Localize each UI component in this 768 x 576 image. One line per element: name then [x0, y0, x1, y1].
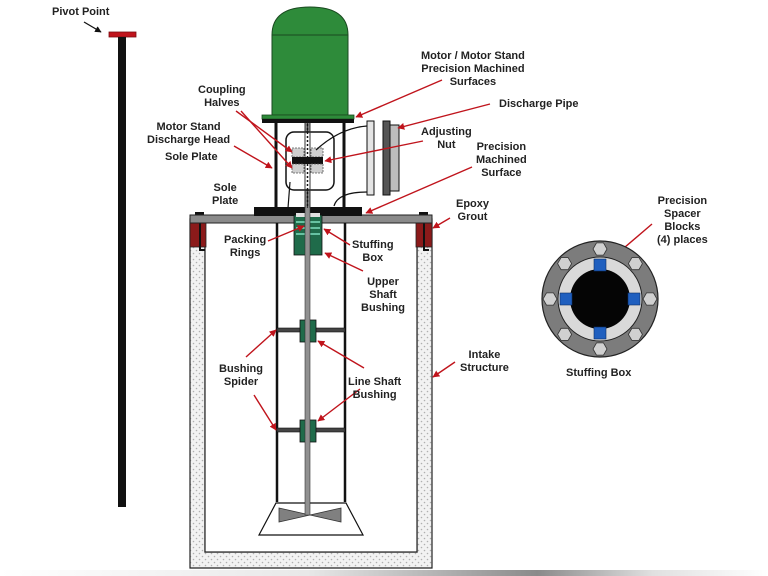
stuffing-box-end-view [541, 240, 659, 358]
label-stuffing-box-view: Stuffing Box [566, 367, 632, 379]
pivot-rod [83, 21, 137, 507]
adjusting-nut [292, 157, 323, 164]
hex-bolt [627, 257, 643, 271]
precision-spacer-block [593, 326, 607, 340]
precision-spacer-block [627, 292, 641, 306]
coupling-halves [291, 147, 324, 174]
pivot-arrow [83, 21, 102, 33]
discharge-pipe [389, 124, 400, 192]
discharge-flange-pump [366, 120, 375, 196]
discharge-flange-pipe [382, 120, 391, 196]
hex-bolt [642, 292, 658, 306]
spacer-blocks [559, 258, 641, 340]
label-pivot-point: Pivot Point [52, 6, 110, 18]
hex-bolt [592, 342, 608, 356]
hex-bolt [557, 327, 573, 341]
column-pipe [275, 223, 347, 502]
callout-arrows [233, 79, 653, 431]
hex-bolt [627, 327, 643, 341]
suction-bell [258, 502, 364, 536]
motor [261, 6, 355, 123]
epoxy-grout-left [189, 222, 207, 248]
bottom-shadow-bar [0, 570, 768, 576]
precision-spacer-block [593, 258, 607, 272]
precision-spacer-block [559, 292, 573, 306]
motor-base-flange [261, 114, 355, 120]
hex-bolt [592, 242, 608, 256]
motor-stand [274, 123, 346, 208]
shaft-bore [570, 269, 630, 329]
pivot-bar [118, 37, 126, 507]
hex-bolt [542, 292, 558, 306]
label-discharge-pipe: Discharge Pipe [499, 98, 579, 110]
anchor-bolts [199, 214, 429, 251]
intake-structure [189, 218, 433, 569]
label-sole-plate-1: Sole Plate [165, 151, 218, 163]
hex-bolt [557, 257, 573, 271]
discharge-elbow [287, 125, 368, 209]
flange-bolts [542, 242, 658, 356]
pivot-cap [108, 31, 137, 38]
